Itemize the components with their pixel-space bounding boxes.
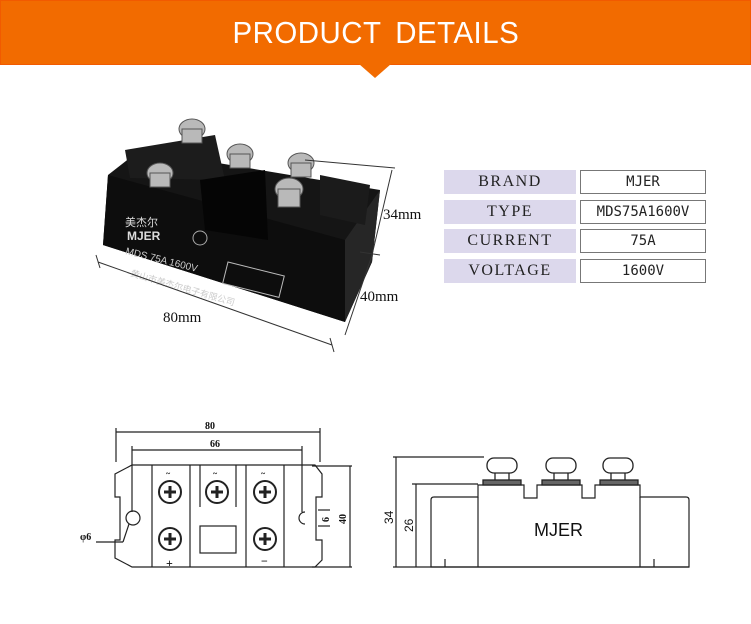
terminal-ac2: ~ xyxy=(213,469,218,478)
dim-hole-diameter: φ6 xyxy=(80,532,91,543)
dim-width: 40 xyxy=(338,514,349,524)
cert-mark-icon xyxy=(192,230,208,246)
dim-hole-span: 66 xyxy=(210,439,220,450)
banner-pointer xyxy=(359,64,391,78)
dim-length-label: 80mm xyxy=(163,310,202,326)
spec-label: CURRENT xyxy=(444,229,576,253)
terminal-ac3: ~ xyxy=(261,469,266,478)
logo-cn: 美杰尔 xyxy=(125,216,158,229)
spec-value: MDS75A1600V xyxy=(580,200,706,224)
spec-value: MJER xyxy=(580,170,706,194)
circuit-diagram xyxy=(222,261,285,298)
spec-value: 1600V xyxy=(580,259,706,283)
terminal-minus: − xyxy=(261,554,268,568)
spec-label: VOLTAGE xyxy=(444,259,576,283)
spec-label: BRAND xyxy=(444,170,576,194)
page-title: PRODUCT DETAILS xyxy=(232,14,519,50)
dim-slot: 6 xyxy=(321,517,332,522)
spec-value: 75A xyxy=(580,229,706,253)
dim-body-height: 26 xyxy=(402,518,416,532)
side-brand-label: MJER xyxy=(534,520,583,540)
side-screw-heads xyxy=(482,457,639,486)
product-photo: 美杰尔 MJER MDS 75A 1600V 黄山市美杰尔电子有限公司 34mm… xyxy=(95,118,422,353)
dim-height-label: 34mm xyxy=(383,207,422,223)
dim-overall-length: 80 xyxy=(205,421,215,432)
screw-terminals xyxy=(146,118,315,208)
terminal-ac1: ~ xyxy=(166,469,171,478)
dim-total-height: 34 xyxy=(382,510,396,524)
spec-label: TYPE xyxy=(444,200,576,224)
brand-print: MJER xyxy=(127,229,161,243)
header-banner: PRODUCT DETAILS xyxy=(0,0,751,65)
terminal-plus: + xyxy=(166,556,173,570)
dim-depth-label: 40mm xyxy=(360,289,399,305)
